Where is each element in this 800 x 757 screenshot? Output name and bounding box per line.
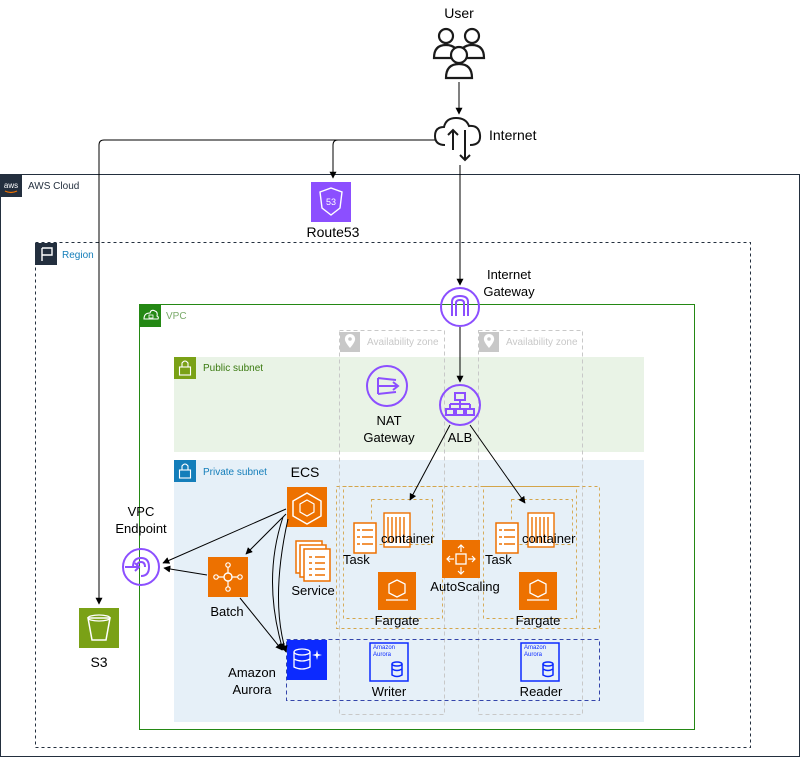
edge-batch-vpce <box>163 565 208 576</box>
region-group <box>35 242 751 748</box>
private-subnet-label: Private subnet <box>203 467 267 478</box>
container-label-2: container <box>522 531 576 546</box>
alb-label: ALB <box>447 430 473 445</box>
reader-label: Reader <box>519 684 563 699</box>
svg-text:aws: aws <box>4 181 18 190</box>
region-label: Region <box>62 250 94 261</box>
route53-label: Route53 <box>306 224 360 240</box>
service-label: Service <box>291 583 335 598</box>
autoscaling-icon <box>442 540 480 578</box>
task-label-1: Task <box>343 552 370 567</box>
writer-icon-text-2: Aurora <box>373 652 392 658</box>
internet-cloud-icon <box>433 116 482 162</box>
edge-alb-task1 <box>409 424 451 501</box>
reader-db-icon <box>520 642 560 682</box>
availability-zone-1 <box>339 330 445 715</box>
vpc-label: VPC <box>166 311 187 322</box>
public-subnet-group <box>174 357 644 452</box>
aurora-cluster-box <box>286 639 600 701</box>
batch-label: Batch <box>210 604 244 619</box>
ecs-service-box-2 <box>483 486 577 619</box>
task-icon-2 <box>495 522 519 554</box>
nat-gateway-label-line1: NAT <box>376 413 402 428</box>
task-box-2 <box>511 499 573 545</box>
connectors <box>95 82 526 653</box>
edge-alb-task2 <box>469 424 526 504</box>
nat-gateway-label-line2: Gateway <box>363 430 415 445</box>
alb-icon <box>439 384 481 426</box>
fargate-label-1: Fargate <box>374 613 420 628</box>
task-label-2: Task <box>485 552 512 567</box>
container-label-1: container <box>381 531 435 546</box>
outer-cluster-box <box>336 486 600 629</box>
container-icon-2 <box>527 512 555 548</box>
edge-batch-aurora <box>239 597 283 651</box>
edge-ecs-vpce <box>162 508 287 564</box>
vpc-icon <box>139 305 161 327</box>
fargate-label-2: Fargate <box>515 613 561 628</box>
nat-gateway-icon <box>366 365 408 407</box>
az1-location-icon <box>340 332 360 352</box>
aws-cloud-label: AWS Cloud <box>28 181 80 192</box>
batch-icon <box>208 557 248 597</box>
az2-label: Availability zone <box>506 337 578 348</box>
autoscaling-label: AutoScaling <box>430 579 500 594</box>
reader-icon-text-1: Amazon <box>524 645 547 651</box>
amazon-aurora-icon <box>287 640 327 680</box>
vpc-endpoint-icon <box>122 548 160 586</box>
writer-label: Writer <box>371 684 407 699</box>
fargate-icon-2 <box>519 572 557 610</box>
public-subnet-label: Public subnet <box>203 363 264 374</box>
user-icon <box>432 27 486 80</box>
user-label: User <box>444 5 474 21</box>
region-flag-icon <box>35 243 57 265</box>
s3-label: S3 <box>90 654 108 670</box>
task-icon-1 <box>353 522 377 554</box>
internet-gateway-label-line2: Gateway <box>483 284 535 299</box>
private-subnet-lock-icon <box>174 460 196 482</box>
internet-label: Internet <box>489 127 537 143</box>
edge-ecs-batch <box>245 513 287 555</box>
edge-ecs-aurora-2 <box>278 518 289 653</box>
edge-ecs-aurora-1 <box>272 516 285 651</box>
az2-location-icon <box>479 332 499 352</box>
task-box-1 <box>371 499 433 545</box>
az1-label: Availability zone <box>367 337 439 348</box>
writer-icon-text-1: Amazon <box>373 645 396 651</box>
service-icon <box>295 540 331 582</box>
ecs-label: ECS <box>290 464 320 480</box>
amazon-aurora-label-line2: Aurora <box>232 682 272 697</box>
fargate-icon-1 <box>378 572 416 610</box>
amazon-aurora-label-line1: Amazon <box>228 665 276 680</box>
vpc-endpoint-label-line1: VPC <box>127 504 155 519</box>
public-subnet-lock-icon <box>174 357 196 379</box>
reader-icon-text-2: Aurora <box>524 652 543 658</box>
ecs-icon <box>287 487 327 527</box>
availability-zone-2 <box>478 330 583 715</box>
internet-gateway-icon <box>440 287 480 327</box>
internet-gateway-label-line1: Internet <box>486 267 532 282</box>
edge-internet-route53 <box>329 139 435 179</box>
svg-text:53: 53 <box>326 197 336 207</box>
container-icon-1 <box>383 512 411 548</box>
writer-db-icon <box>369 642 409 682</box>
s3-icon <box>79 608 119 648</box>
vpc-group <box>139 304 695 730</box>
edge-internet-s3 <box>95 139 435 605</box>
route53-icon: 53 <box>311 182 351 222</box>
vpc-endpoint-label-line2: Endpoint <box>115 521 167 536</box>
